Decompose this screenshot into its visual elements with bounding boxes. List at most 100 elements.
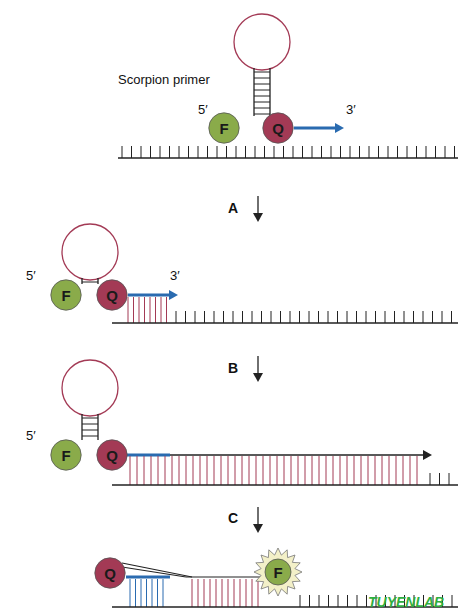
fluorophore-circle: F [50, 439, 82, 471]
base-tick [150, 146, 151, 158]
stem-rung [82, 418, 98, 419]
base-tick [274, 146, 275, 158]
hybrid-tick [130, 579, 131, 607]
stem-rung [254, 78, 270, 79]
base-tick [233, 311, 234, 323]
hybrid-tick [133, 297, 134, 323]
node-letter: Q [104, 565, 116, 582]
quencher-circle: Q [94, 557, 126, 589]
base-tick [309, 311, 310, 323]
end-label: 3′ [346, 102, 356, 117]
base-tick [223, 311, 224, 323]
end-label: 5′ [26, 428, 36, 443]
hybrid-tick [221, 456, 222, 485]
hybrid-tick [152, 579, 153, 607]
base-tick [309, 595, 310, 607]
node-letter: Q [106, 287, 118, 304]
base-tick [122, 146, 123, 158]
base-tick [185, 311, 186, 323]
base-tick [271, 311, 272, 323]
hybrid-tick [214, 456, 215, 485]
base-tick [321, 146, 322, 158]
node-circle [263, 113, 293, 143]
base-tick [300, 595, 301, 607]
base-tick [312, 146, 313, 158]
hybrid-tick [368, 456, 369, 485]
base-tick [454, 146, 455, 158]
hybrid-tick [347, 456, 348, 485]
hairpin-loop [62, 224, 118, 280]
hybrid-tick [291, 456, 292, 485]
stem-strand [253, 68, 254, 116]
hybrid-tick [258, 579, 259, 607]
hybrid-tick [155, 297, 156, 323]
hybrid-tick [305, 456, 306, 485]
base-tick [388, 146, 389, 158]
hybrid-tick [210, 579, 211, 607]
hybrid-tick [179, 456, 180, 485]
hybrid-tick [186, 456, 187, 485]
node-circle [97, 440, 127, 470]
opened-stem [122, 563, 192, 577]
base-tick [236, 146, 237, 158]
base-tick [445, 146, 446, 158]
fluorophore-circle: F [208, 112, 240, 144]
base-tick [416, 146, 417, 158]
step-letter: C [228, 510, 238, 526]
hybrid-tick [172, 456, 173, 485]
fluorophore-burst: F [254, 548, 302, 596]
base-tick [226, 146, 227, 158]
figure-label: Scorpion primer [118, 72, 210, 87]
base-tick [242, 311, 243, 323]
hybrid-tick [158, 456, 159, 485]
hybrid-tick [216, 579, 217, 607]
stem-rung [254, 108, 270, 109]
base-tick [359, 146, 360, 158]
arrowhead [423, 450, 432, 460]
hybrid-tick [135, 579, 136, 607]
base-tick [318, 311, 319, 323]
end-label: 3′ [170, 268, 180, 283]
hybrid-tick [161, 297, 162, 323]
hybrid-tick [263, 456, 264, 485]
hybrid-tick [246, 579, 247, 607]
fluorophore-core [265, 559, 291, 585]
base-tick [350, 146, 351, 158]
base-tick [451, 311, 452, 323]
hybrid-tick [144, 456, 145, 485]
base-tick [439, 473, 440, 485]
node-letter: F [61, 447, 70, 464]
base-tick [131, 146, 132, 158]
hybrid-tick [389, 456, 390, 485]
stem-strand [269, 68, 270, 116]
hybrid-tick [354, 456, 355, 485]
new-strand [170, 454, 424, 455]
hybrid-tick [207, 456, 208, 485]
base-tick [375, 311, 376, 323]
hybrid-tick [234, 579, 235, 607]
base-tick [413, 311, 414, 323]
opened-stem [122, 567, 186, 577]
node-circle [95, 558, 125, 588]
primer-segment [126, 576, 170, 579]
base-tick [356, 311, 357, 323]
base-tick [430, 473, 431, 485]
base-tick [426, 146, 427, 158]
hybrid-tick [204, 579, 205, 607]
hybrid-tick [319, 456, 320, 485]
hybrid-tick [150, 297, 151, 323]
glow-burst [254, 548, 302, 596]
hybrid-tick [144, 297, 145, 323]
hybrid-tick [312, 456, 313, 485]
hybrid-tick [163, 579, 164, 607]
base-tick [442, 311, 443, 323]
stem-rung [82, 436, 98, 437]
quencher-circle: Q [96, 439, 128, 471]
step-arrow [257, 507, 258, 525]
stem-rung [82, 282, 98, 283]
base-tick [195, 311, 196, 323]
base-tick [169, 146, 170, 158]
node-letter: Q [272, 120, 284, 137]
step-letter: A [228, 200, 238, 216]
